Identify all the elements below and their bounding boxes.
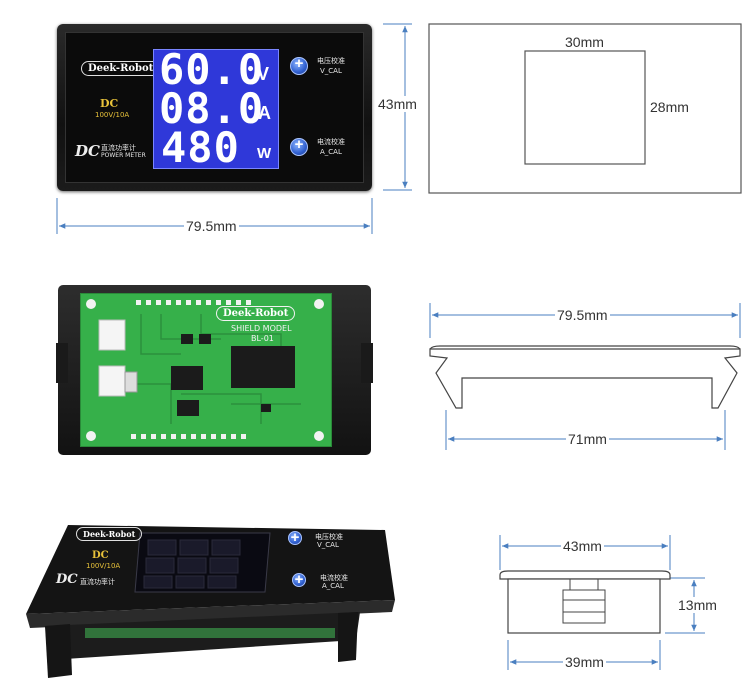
angled-current-cal-cn: 电流校准 (320, 574, 348, 582)
current-unit: A (258, 103, 271, 123)
voltage-calibration-knob[interactable] (290, 55, 308, 75)
angled-voltage-cal: V_CAL (317, 541, 339, 549)
voltage-cal-label: V_CAL (320, 67, 342, 75)
front-panel: Deek-Robot DC 100V/10A DC 直流功率计 POWER ME… (57, 24, 372, 191)
front-width-label: 79.5mm (184, 218, 239, 234)
pcb-brand-logo: Deek-Robot (216, 306, 296, 321)
front-height-label: 43mm (376, 96, 419, 112)
current-cal-cn-label: 电流校准 (317, 138, 345, 146)
voltage-unit: V (257, 64, 270, 84)
lcd-display: 60.0 V 08.0 A 480 W (153, 49, 279, 169)
angled-rating-label: 100V/10A (86, 562, 121, 570)
model-en-label: POWER METER (101, 152, 146, 159)
model-cn-label: 直流功率计 (101, 144, 136, 152)
angled-mode-label: DC (92, 550, 109, 561)
window-width-label: 30mm (563, 34, 606, 50)
current-calibration-knob[interactable] (290, 136, 308, 156)
voltage-cal-cn-label: 电压校准 (317, 57, 345, 65)
angled-model-cn: 直流功率计 (80, 578, 115, 586)
angled-current-knob[interactable] (292, 571, 306, 588)
side-depth-label: 13mm (676, 597, 719, 613)
model-dc-label: DC (75, 142, 100, 160)
current-reading: 08.0 (159, 84, 265, 133)
power-unit: W (257, 145, 272, 162)
rating-label: 100V/10A (95, 111, 130, 119)
side-bottom-width-label: 39mm (563, 654, 606, 670)
voltage-reading: 60.0 (159, 45, 265, 94)
pcb-model-line: SHIELD MODEL (231, 324, 292, 333)
pcb-traces (86, 299, 324, 441)
bottom-width-label: 71mm (566, 431, 609, 447)
current-cal-label: A_CAL (320, 148, 342, 156)
window-height-label: 28mm (648, 99, 691, 115)
mode-label: DC (100, 97, 119, 110)
top-width-label: 79.5mm (555, 307, 610, 323)
pcb-model-code: BL-01 (251, 334, 274, 343)
power-reading: 480 (161, 123, 240, 172)
angled-voltage-cal-cn: 电压校准 (315, 533, 343, 541)
angled-brand-logo: Deek-Robot (76, 527, 143, 541)
circuit-board: Deek-Robot SHIELD MODEL BL-01 (80, 293, 332, 447)
angled-voltage-knob[interactable] (288, 529, 302, 546)
angled-model-dc: DC (56, 572, 78, 587)
angled-current-cal: A_CAL (322, 582, 344, 590)
side-top-width-label: 43mm (561, 538, 604, 554)
pcb-view: Deek-Robot SHIELD MODEL BL-01 (56, 285, 373, 455)
